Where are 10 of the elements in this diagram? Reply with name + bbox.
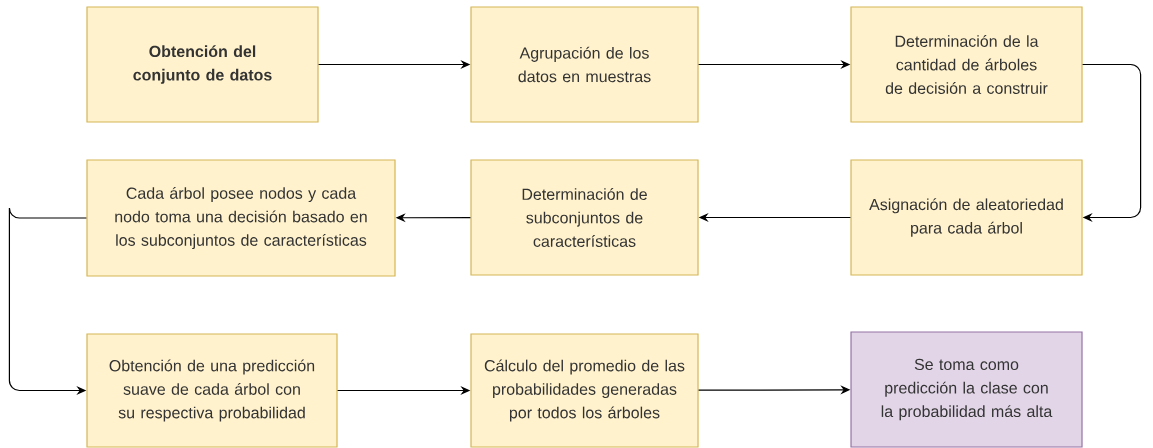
process-box: Se toma como predicción la clase con la probabilidad más alta xyxy=(850,331,1083,448)
process-box: Asignación de aleatoriedad para cada árbol xyxy=(850,159,1083,276)
process-box: Determinación de subconjuntos de características xyxy=(470,159,699,276)
process-box: Determinación de la cantidad de árboles de decisión a construir xyxy=(850,6,1083,123)
process-box: Cada árbol posee nodos y cada nodo toma una decisión basado en los subconjuntos de características xyxy=(86,159,396,277)
process-box: Agrupación de los datos en muestras xyxy=(470,6,699,123)
process-box: Cálculo del promedio de las probabilidades generadas por todos los árboles xyxy=(470,333,699,448)
process-box: Obtención del conjunto de datos xyxy=(86,6,319,123)
arrow xyxy=(1082,63,1142,223)
process-box: Obtención de una predicción suave de cada árbol con su respectiva probabilidad xyxy=(86,333,338,448)
